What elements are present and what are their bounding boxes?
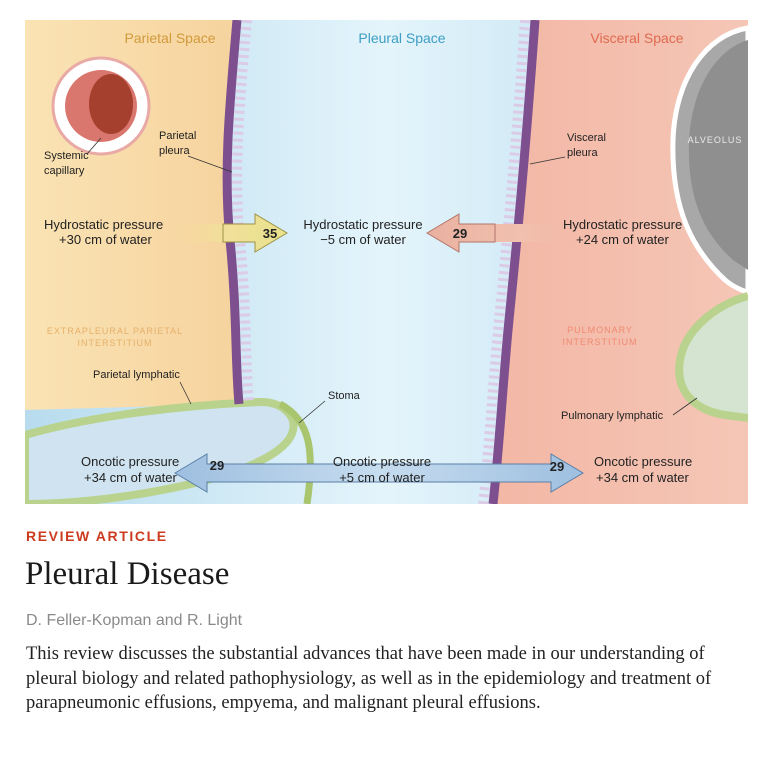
visceral-mesothelium [478, 20, 530, 504]
systemic-capillary-leader [86, 137, 102, 155]
hydrostatic-right-label-2: +24 cm of water [576, 232, 670, 247]
pulmonary-lymphatic-label: Pulmonary lymphatic [561, 410, 664, 422]
parietal-lymphatic-leader [179, 381, 192, 405]
oncotic-arrow [174, 453, 584, 493]
parietal-pleura-label-1: Parietal [159, 130, 196, 142]
hydrostatic-arrow-left-value: 35 [263, 226, 277, 241]
pleural-space-heading: Pleural Space [358, 30, 445, 46]
pulmonary-label-1: PULMONARY [567, 325, 633, 335]
article-authors: D. Feller-Kopman and R. Light [26, 612, 243, 629]
visceral-pleura-leader [529, 156, 566, 165]
pulmonary-lymphatic [675, 292, 748, 422]
section-label: REVIEW ARTICLE [26, 528, 168, 544]
hydrostatic-arrow-right-outline [426, 213, 496, 253]
hydrostatic-left-label-1: Hydrostatic pressure [44, 217, 163, 232]
red-blood-cell [89, 74, 133, 134]
oncotic-arrow-left-value: 29 [210, 458, 224, 473]
article-title[interactable]: Pleural Disease [25, 556, 230, 592]
visceral-space-heading: Visceral Space [590, 30, 683, 46]
systemic-capillary-label-1: Systemic [44, 150, 89, 162]
oncotic-center-label-2: +5 cm of water [339, 470, 425, 485]
hydrostatic-arrow-right [427, 214, 585, 252]
stoma-label: Stoma [328, 390, 361, 402]
stoma-leader [298, 400, 326, 424]
article-abstract: This review discusses the substantial ad… [26, 644, 712, 713]
oncotic-left-label-1: Oncotic pressure [81, 454, 179, 469]
hydrostatic-right-label-1: Hydrostatic pressure [563, 217, 682, 232]
extrapleural-label-2: INTERSTITIUM [78, 338, 153, 348]
oncotic-right-label-1: Oncotic pressure [594, 454, 692, 469]
hydrostatic-center-label-2: −5 cm of water [320, 232, 406, 247]
visceral-pleura-membrane [488, 20, 540, 504]
oncotic-right-label-2: +34 cm of water [596, 470, 690, 485]
alveolus-inner [688, 40, 748, 270]
hydrostatic-arrow-left-outline [222, 213, 288, 253]
oncotic-arrow-right-value: 29 [550, 459, 564, 474]
hydrostatic-center-label-1: Hydrostatic pressure [303, 217, 422, 232]
alveolus-label: ALVEOLUS [688, 135, 743, 145]
stoma-flap [278, 400, 314, 504]
extrapleural-label-1: EXTRAPLEURAL PARIETAL [47, 326, 183, 336]
systemic-capillary-label-2: capillary [44, 165, 85, 177]
parietal-space-heading: Parietal Space [124, 30, 215, 46]
hydrostatic-arrow-right-value: 29 [453, 226, 467, 241]
parietal-lymphatic [25, 398, 298, 504]
oncotic-left-label-2: +34 cm of water [84, 470, 178, 485]
hydrostatic-arrow-left [165, 214, 287, 252]
parietal-lymphatic-label: Parietal lymphatic [93, 369, 180, 381]
parietal-pleura-label-2: pleura [159, 145, 190, 157]
parietal-mesothelium [232, 20, 254, 405]
visceral-pleura-label-2: pleura [567, 147, 598, 159]
parietal-pleura-leader [187, 155, 233, 173]
hydrostatic-left-label-2: +30 cm of water [59, 232, 153, 247]
pulmonary-label-2: INTERSTITIUM [563, 337, 638, 347]
visceral-pleura-label-1: Visceral [567, 132, 606, 144]
pulmonary-lymphatic-leader [672, 397, 698, 416]
pleural-space-illustration[interactable]: Parietal Space Pleural Space Visceral Sp… [25, 20, 748, 504]
oncotic-center-label-1: Oncotic pressure [333, 454, 431, 469]
